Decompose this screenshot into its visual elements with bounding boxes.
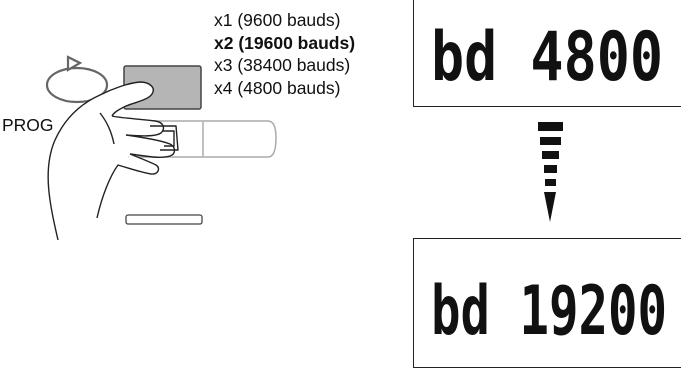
option-x4: x4 (4800 bauds) <box>214 78 341 98</box>
option-x1: x1 (9600 bauds) <box>214 10 341 30</box>
lcd-text-bottom: bd 19200 <box>431 272 667 351</box>
lower-button <box>128 120 277 158</box>
option-x2: x2 (19600 bauds) <box>214 33 356 53</box>
rotate-icon <box>45 55 109 104</box>
lcd-readout-bottom: bd 19200 <box>431 272 667 351</box>
lcd-display-top <box>413 0 681 107</box>
option-x3: x3 (38400 bauds) <box>214 55 351 75</box>
hand-drawing <box>47 81 179 240</box>
prog-label: PROG <box>2 115 54 135</box>
bottom-slot <box>125 214 203 225</box>
down-arrow-icon <box>538 122 563 222</box>
lcd-readout-top: bd 4800 <box>431 18 663 97</box>
lcd-text-top: bd 4800 <box>431 18 663 97</box>
meter-illustration <box>45 55 277 240</box>
